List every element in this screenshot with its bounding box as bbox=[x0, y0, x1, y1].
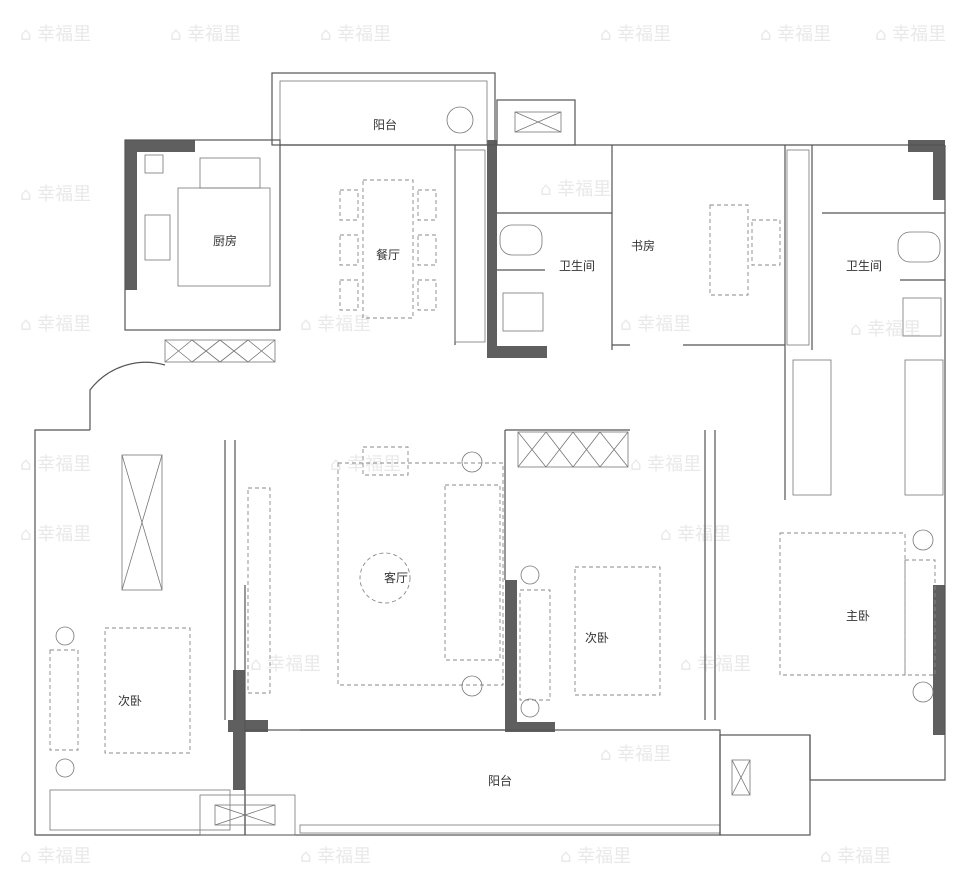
watermark-text: ⌂ 幸福里 bbox=[320, 24, 391, 45]
solid-walls bbox=[125, 140, 945, 790]
label-living: 客厅 bbox=[384, 570, 408, 585]
label-bedroom-middle: 次卧 bbox=[585, 631, 609, 645]
watermark-text: ⌂ 幸福里 bbox=[660, 524, 731, 545]
watermark-text: ⌂ 幸福里 bbox=[760, 24, 831, 45]
watermark-text: ⌂ 幸福里 bbox=[300, 846, 371, 867]
room-labels: 阳台 厨房 餐厅 卫生间 书房 卫生间 客厅 次卧 次卧 主卧 阳台 bbox=[118, 117, 882, 788]
watermark-text: ⌂ 幸福里 bbox=[560, 846, 631, 867]
watermark-text: ⌂ 幸福里 bbox=[20, 24, 91, 45]
watermark-layer: ⌂ 幸福里 ⌂ 幸福里 ⌂ 幸福里 ⌂ 幸福里 ⌂ 幸福里 ⌂ 幸福里 ⌂ 幸福里 ⌂ 幸福里… bbox=[20, 24, 946, 867]
watermark-text: ⌂ 幸福里 bbox=[250, 654, 321, 675]
watermark-text: ⌂ 幸福里 bbox=[170, 24, 241, 45]
label-master-bedroom: 主卧 bbox=[846, 609, 870, 623]
watermark-text: ⌂ 幸福里 bbox=[630, 454, 701, 475]
watermark-text: ⌂ 幸福里 bbox=[875, 24, 946, 45]
label-balcony-top: 阳台 bbox=[373, 117, 397, 132]
watermark-text: ⌂ 幸福里 bbox=[20, 454, 91, 475]
watermark-text: ⌂ 幸福里 bbox=[20, 524, 91, 545]
watermark-text: ⌂ 幸福里 bbox=[330, 454, 401, 475]
label-bathroom-2: 卫生间 bbox=[846, 259, 882, 273]
watermark-text: ⌂ 幸福里 bbox=[20, 184, 91, 205]
watermark-text: ⌂ 幸福里 bbox=[600, 24, 671, 45]
watermark-text: ⌂ 幸福里 bbox=[300, 314, 371, 335]
label-dining: 餐厅 bbox=[376, 247, 400, 262]
label-balcony-bottom: 阳台 bbox=[488, 773, 512, 788]
watermark-text: ⌂ 幸福里 bbox=[540, 179, 611, 200]
label-bedroom-left: 次卧 bbox=[118, 694, 142, 708]
watermark-text: ⌂ 幸福里 bbox=[820, 846, 891, 867]
watermark-text: ⌂ 幸福里 bbox=[620, 314, 691, 335]
furniture bbox=[49, 154, 942, 778]
label-bathroom-1: 卫生间 bbox=[559, 259, 595, 273]
watermark-text: ⌂ 幸福里 bbox=[20, 314, 91, 335]
watermark-text: ⌂ 幸福里 bbox=[850, 319, 921, 340]
watermark-text: ⌂ 幸福里 bbox=[20, 846, 91, 867]
label-study: 书房 bbox=[631, 238, 655, 253]
watermark-text: ⌂ 幸福里 bbox=[600, 744, 671, 765]
label-kitchen: 厨房 bbox=[213, 233, 237, 248]
walls bbox=[34, 72, 946, 836]
